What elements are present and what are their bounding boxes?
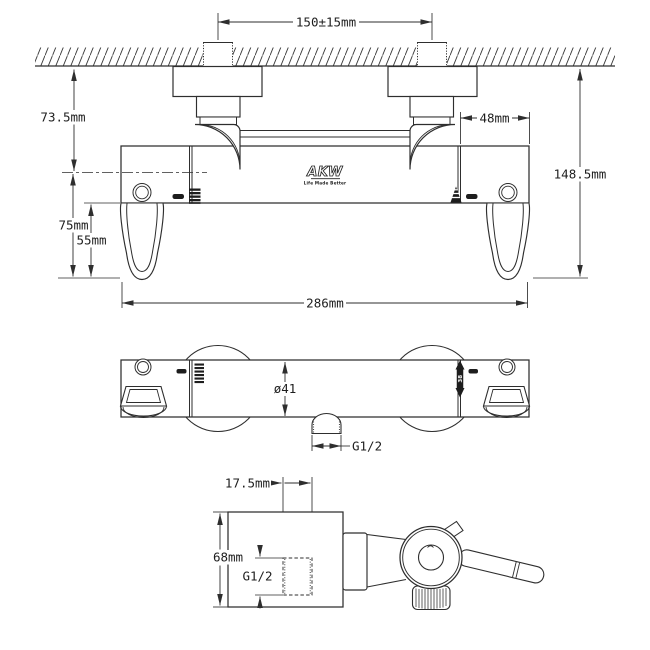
plan-lever-arc-1 bbox=[119, 405, 168, 417]
logo-name: AKW bbox=[306, 165, 343, 180]
plan-lever-face bbox=[125, 389, 162, 403]
union-flange-block bbox=[172, 65, 263, 98]
front-right-temp-pointer bbox=[450, 186, 462, 203]
elbow bbox=[194, 123, 241, 170]
plan-outlet bbox=[311, 413, 342, 435]
dim-valve-end-width: 48mm bbox=[460, 111, 530, 144]
side-hub-notch bbox=[427, 545, 434, 548]
outlet-dome bbox=[311, 413, 342, 435]
dim-wall-to-centerline: 73.5mm bbox=[39, 69, 87, 171]
dim-centerline-to-handle-tip: 75mm bbox=[57, 174, 120, 279]
temp-38-label: 38 bbox=[458, 375, 464, 383]
dim-body-diameter: ø41 bbox=[271, 362, 299, 416]
front-lever-outer bbox=[119, 203, 165, 281]
side-cone-top bbox=[366, 533, 407, 541]
side-lever-handle bbox=[458, 549, 545, 584]
dim-overall-drop: 148.5mm bbox=[533, 69, 608, 279]
dim-handle-length-text: 55mm bbox=[76, 233, 106, 248]
dim-outlet-thread-text: G1/2 bbox=[352, 439, 382, 454]
plan-dimensions: ø41 G1/2 bbox=[271, 362, 382, 454]
dim-inlet-spacing: 150±15mm bbox=[217, 13, 433, 40]
side-knob-hub bbox=[417, 544, 445, 571]
side-dimensions: 17.5mm 68mm G1/2 bbox=[211, 476, 313, 609]
dim-wall-to-centerline-text: 73.5mm bbox=[40, 110, 85, 125]
union-nut bbox=[195, 95, 241, 118]
plan-left-scale-bars bbox=[194, 363, 204, 384]
plan-left-index-dash bbox=[176, 369, 187, 374]
elbow-accent-arc bbox=[199, 124, 241, 166]
dim-overall-width: 286mm bbox=[121, 282, 528, 311]
dim-bracket-height-text: 68mm bbox=[213, 550, 243, 565]
front-lever-inner bbox=[126, 203, 158, 273]
front-dimensions: 150±15mm 73.5mm 48mm 148.5mm 75m bbox=[39, 13, 608, 311]
front-left-index-dash bbox=[172, 194, 184, 199]
brand-logo: AKW Life Made Better bbox=[304, 165, 347, 186]
side-wall-bracket bbox=[227, 511, 344, 608]
wall-section bbox=[35, 47, 615, 67]
plan-right-index-dash bbox=[468, 369, 478, 374]
front-right-index-dash bbox=[466, 194, 478, 199]
logo-tagline: Life Made Better bbox=[304, 180, 347, 185]
plan-bar-body bbox=[120, 359, 530, 418]
union-step bbox=[199, 116, 237, 125]
dim-overall-width-text: 286mm bbox=[306, 296, 344, 311]
dim-body-diameter-text: ø41 bbox=[274, 381, 297, 396]
dim-inlet-spacing-text: 150±15mm bbox=[296, 15, 356, 30]
side-cone-bottom bbox=[366, 578, 407, 588]
side-view: 17.5mm 68mm G1/2 bbox=[211, 476, 545, 611]
dim-inlet-thread-text: G1/2 bbox=[242, 569, 272, 584]
front-left-scale-bars bbox=[189, 188, 201, 204]
knob-markers: 38 bbox=[172, 186, 478, 398]
dim-overall-drop-text: 148.5mm bbox=[554, 167, 607, 182]
side-thread-hole-hidden bbox=[282, 557, 313, 596]
dim-handle-length: 55mm bbox=[75, 202, 120, 277]
dim-bracket-depth-text: 17.5mm bbox=[225, 476, 270, 491]
side-knob-inner-ring bbox=[402, 528, 460, 587]
plan-lever-arc-2 bbox=[122, 406, 165, 418]
inlet-pipe bbox=[203, 42, 233, 67]
side-knob-outer-circle bbox=[399, 525, 463, 590]
side-hex-nut bbox=[342, 532, 368, 591]
plan-temp-38-marker: 38 bbox=[455, 360, 465, 398]
dim-outlet-thread: G1/2 bbox=[311, 435, 382, 454]
wall-hatch bbox=[35, 47, 615, 66]
front-view bbox=[62, 130, 530, 204]
side-knurled-outlet bbox=[411, 585, 451, 611]
dim-centerline-to-handle-tip-text: 75mm bbox=[58, 218, 88, 233]
dim-valve-end-width-text: 48mm bbox=[479, 111, 509, 126]
left-end-parts bbox=[119, 42, 263, 418]
